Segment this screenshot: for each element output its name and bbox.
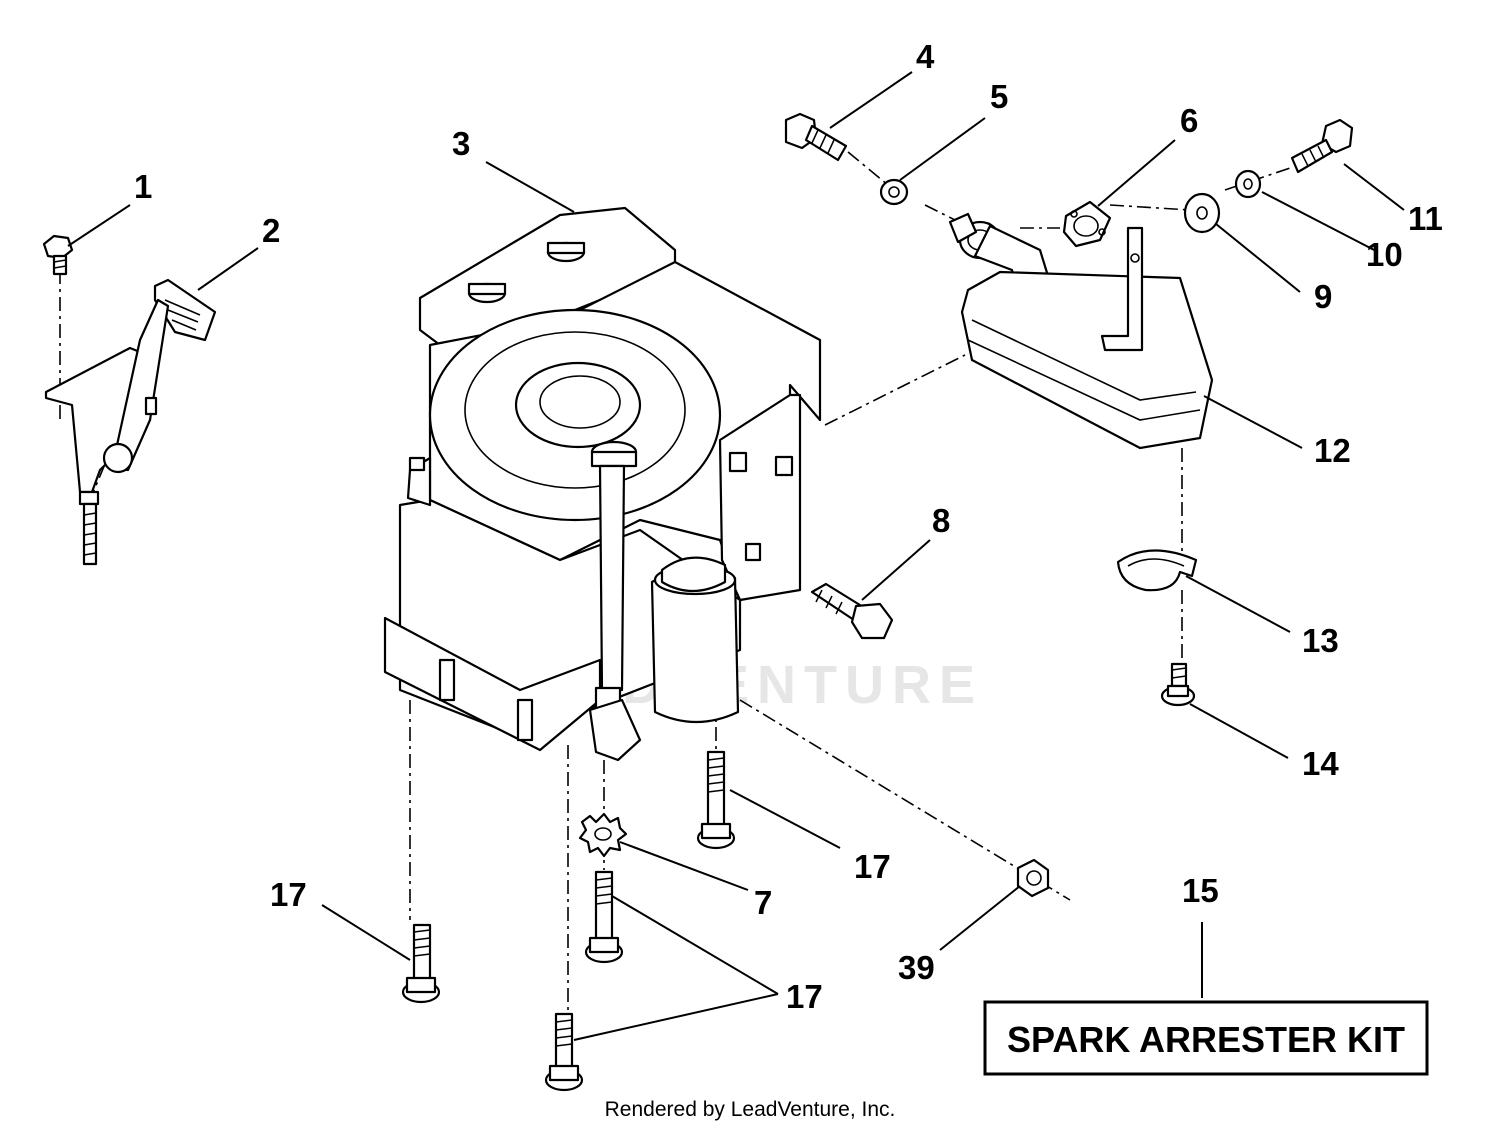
part-5-washer (879, 178, 909, 206)
part-17-bolt-d (696, 750, 736, 850)
part-11-bolt (1290, 118, 1354, 174)
callout-4: 4 (916, 38, 935, 75)
callout-labels: 1 2 3 4 5 6 7 8 9 10 11 12 13 14 15 17 1… (134, 38, 1443, 1015)
part-4-bolt (784, 112, 848, 162)
footer-credit: Rendered by LeadVenture, Inc. (605, 1098, 896, 1121)
callout-10: 10 (1366, 236, 1403, 273)
part-17-bolt-a (401, 923, 441, 1004)
callout-17-middle: 17 (854, 848, 891, 885)
part-12-muffler (948, 212, 1214, 450)
leader-lines (67, 71, 1405, 1041)
callout-3: 3 (452, 125, 470, 162)
callout-15: 15 (1182, 872, 1219, 909)
callout-11: 11 (1408, 200, 1443, 237)
callout-7: 7 (754, 884, 772, 921)
part-39-nut (1016, 858, 1050, 898)
callout-6: 6 (1180, 102, 1198, 139)
part-14-screw (1160, 662, 1196, 707)
part-1-bolt (42, 234, 74, 276)
callout-14: 14 (1302, 745, 1339, 782)
spark-arrester-kit-label: SPARK ARRESTER KIT (1007, 1019, 1405, 1060)
callout-12: 12 (1314, 432, 1351, 469)
part-17-bolt-b (584, 870, 624, 964)
part-7-star-washer (578, 812, 628, 858)
part-2-throttle-control (44, 278, 217, 566)
callout-13: 13 (1302, 622, 1339, 659)
callout-17-bottom: 17 (786, 978, 823, 1015)
callout-5: 5 (990, 78, 1008, 115)
part-17-bolt-c (544, 1012, 584, 1092)
callout-39: 39 (898, 949, 935, 986)
callout-8: 8 (932, 502, 950, 539)
part-6-gasket (1062, 200, 1112, 248)
part-13-screen (1116, 549, 1198, 592)
part-9-washer (1183, 192, 1221, 234)
callout-9: 9 (1314, 278, 1332, 315)
part-10-washer (1234, 169, 1262, 199)
part-8-bolt (810, 582, 894, 640)
spark-arrester-kit-box: SPARK ARRESTER KIT (983, 1000, 1429, 1076)
callout-17-left: 17 (270, 876, 307, 913)
part-3-engine (383, 206, 822, 762)
callout-2: 2 (262, 212, 280, 249)
callout-1: 1 (134, 168, 152, 205)
